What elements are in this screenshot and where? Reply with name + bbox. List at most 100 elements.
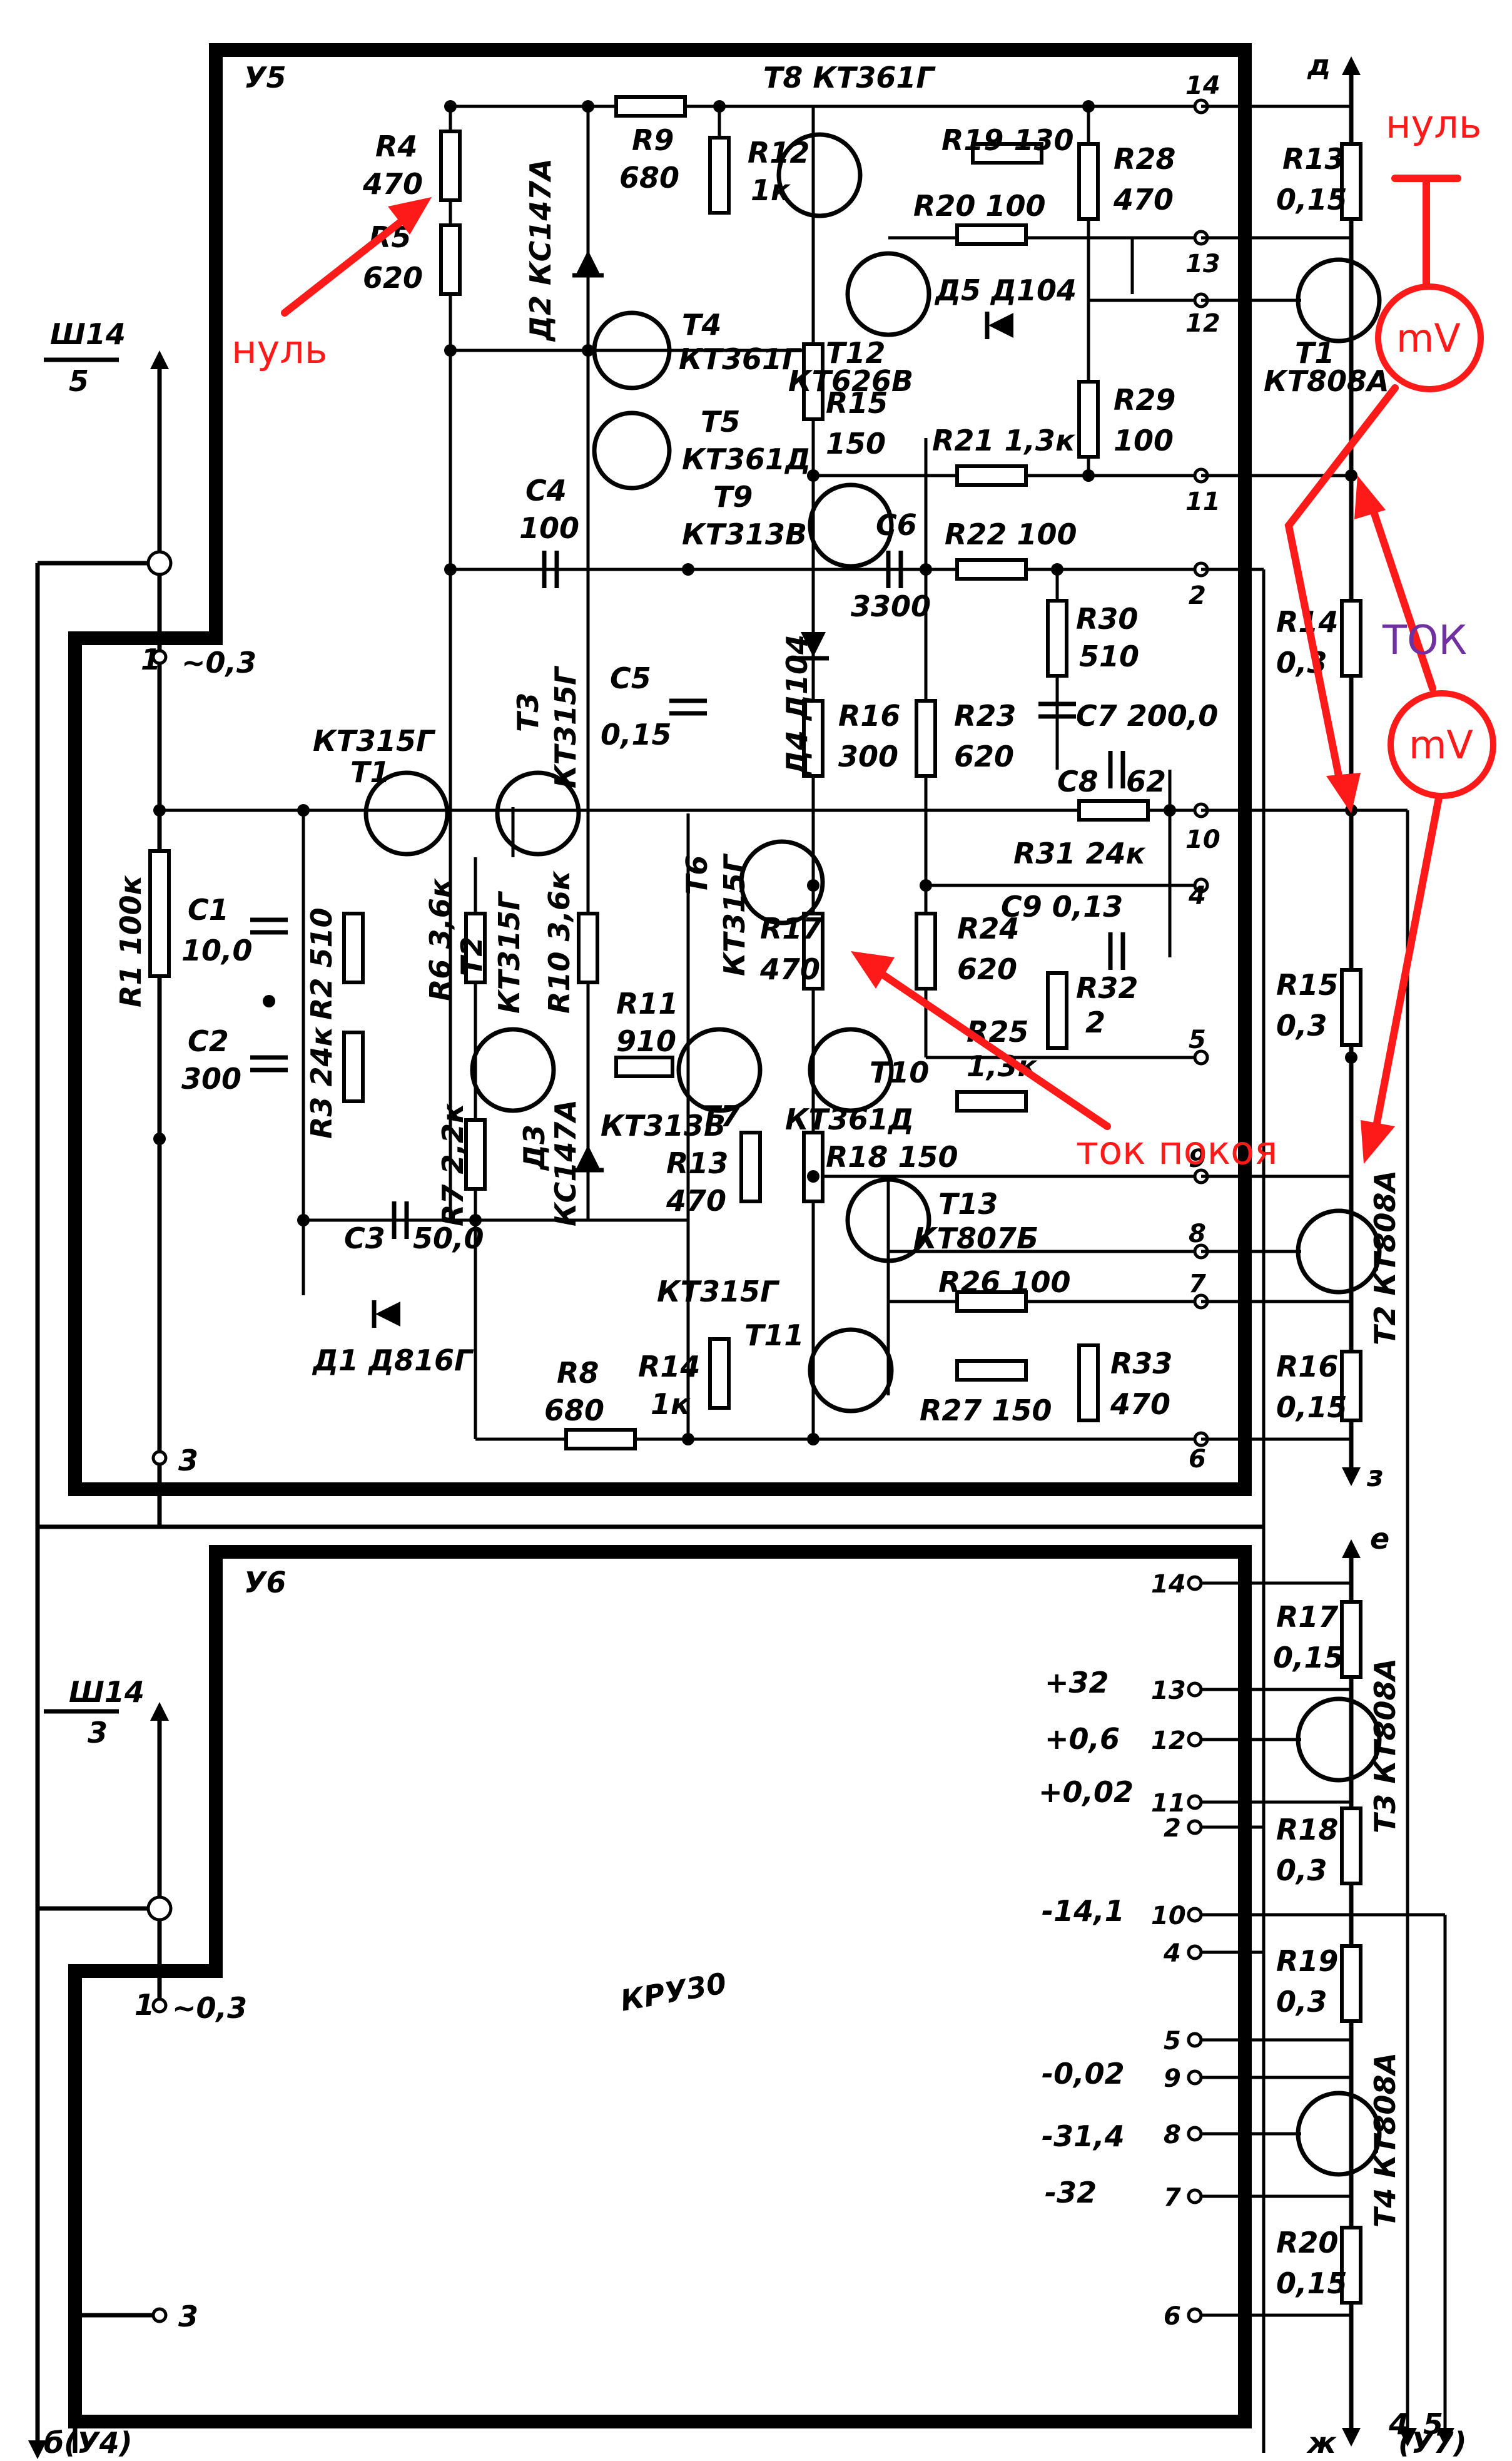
out-r13-label: R13 bbox=[1282, 142, 1344, 176]
r21-body bbox=[955, 464, 1028, 487]
u6-pins bbox=[1187, 1575, 1203, 2323]
r4-label: R4 bbox=[375, 130, 417, 163]
c2-label: C2 bbox=[188, 1024, 229, 1058]
t6-body bbox=[739, 839, 825, 925]
r3-label: R3 24к bbox=[305, 1026, 338, 1139]
r15-value: 150 bbox=[826, 427, 886, 461]
u6-voltage-8: -31,4 bbox=[1042, 2119, 1125, 2153]
u5-circuit bbox=[148, 95, 1201, 1450]
annotation-tok: ТОК bbox=[1382, 618, 1467, 664]
c4-body bbox=[542, 551, 559, 588]
out-r16-label: R16 bbox=[1276, 1350, 1338, 1383]
u5-pin-6: 6 bbox=[1189, 1445, 1206, 1474]
t2-value: КТ315Г bbox=[492, 890, 526, 1014]
conn-e: е bbox=[1370, 1522, 1389, 1556]
r28-value: 470 bbox=[1113, 183, 1174, 217]
d1-label: Д1 Д816Г bbox=[312, 1343, 474, 1377]
t10-value: КТ361Д bbox=[785, 1103, 914, 1136]
u5-pin-7: 7 bbox=[1189, 1270, 1206, 1298]
t13-label: T13 bbox=[938, 1187, 998, 1221]
r11-body bbox=[614, 1056, 674, 1078]
annotation-null-right-probe bbox=[1391, 175, 1461, 295]
u6-pin-1: 1 bbox=[134, 1988, 155, 2022]
u6-module-label: КРУ30 bbox=[618, 1966, 729, 2018]
c5-label: C5 bbox=[610, 661, 651, 695]
mv-meter-2-label: mV bbox=[1409, 722, 1473, 768]
r1-label: R1 100к bbox=[114, 875, 148, 1007]
u5-label: У5 bbox=[244, 61, 286, 94]
r23-value: 620 bbox=[954, 740, 1014, 773]
r7-label: R7 2,2к bbox=[436, 1103, 470, 1226]
t11-label: T11 bbox=[744, 1318, 804, 1352]
output-stage bbox=[1201, 56, 1409, 2453]
r14-label: R14 bbox=[638, 1350, 700, 1383]
r21-label: R21 1,3к bbox=[932, 424, 1076, 457]
r22-label: R22 100 bbox=[945, 517, 1077, 551]
t10-body bbox=[808, 1027, 894, 1113]
r33-body bbox=[1077, 1343, 1100, 1422]
d2-body bbox=[572, 250, 604, 278]
c1-body bbox=[250, 917, 288, 935]
t11-body bbox=[808, 1327, 894, 1414]
c5-body bbox=[669, 698, 707, 716]
r15-label: R15 bbox=[826, 386, 888, 420]
c9-body bbox=[1108, 932, 1125, 970]
r18-label: R18 150 bbox=[826, 1140, 958, 1174]
conn-zh: ж bbox=[1306, 2426, 1337, 2460]
conn-z: з bbox=[1366, 1459, 1384, 1493]
r20-label: R20 100 bbox=[913, 189, 1045, 223]
mv-meter-1 bbox=[1375, 283, 1484, 392]
r26-body bbox=[955, 1290, 1028, 1313]
r23-label: R23 bbox=[954, 699, 1016, 733]
u5-pin-10: 10 bbox=[1185, 825, 1220, 854]
r30-value: 510 bbox=[1079, 639, 1139, 673]
r24-body bbox=[915, 912, 937, 991]
t2-label: T2 bbox=[455, 937, 489, 976]
out-r13-value: 0,15 bbox=[1276, 183, 1347, 217]
annotation-tok-pokoya-arrow bbox=[851, 951, 1111, 1130]
d5-body bbox=[985, 312, 1013, 339]
r9-body bbox=[614, 95, 687, 118]
annotation-null-right: нуль bbox=[1386, 101, 1481, 147]
t9-value: КТ313В bbox=[682, 517, 807, 551]
r16-value: 300 bbox=[838, 740, 898, 773]
r25-body bbox=[955, 1090, 1028, 1113]
u6-voltage-7: -32 bbox=[1045, 2176, 1097, 2209]
t8-body bbox=[776, 132, 863, 218]
t13-value: КТ807Б bbox=[913, 1221, 1038, 1255]
c4-label: C4 bbox=[525, 474, 567, 507]
c2-body bbox=[250, 1055, 288, 1073]
u6-voltage-10: -14,1 bbox=[1042, 1894, 1125, 1928]
t6-label: T6 bbox=[680, 855, 714, 895]
r11-value: 910 bbox=[616, 1024, 676, 1058]
u6-pin-10: 10 bbox=[1151, 1902, 1186, 1930]
sh14-top-pin: 5 bbox=[69, 364, 89, 398]
t13-body bbox=[845, 1177, 931, 1263]
r12-label: R12 bbox=[748, 136, 809, 170]
u6-voltage-9: -0,02 bbox=[1042, 2057, 1125, 2091]
c6-value: 3300 bbox=[851, 589, 931, 623]
u5-pin-14: 14 bbox=[1185, 71, 1220, 100]
out-r15-value: 0,3 bbox=[1276, 1009, 1327, 1042]
r30-body bbox=[1046, 599, 1068, 678]
r27-label: R27 150 bbox=[920, 1394, 1052, 1427]
r33-label: R33 bbox=[1110, 1347, 1172, 1380]
t12-body bbox=[845, 251, 931, 337]
r24-label: R24 bbox=[957, 912, 1019, 945]
u6-voltage-13: +32 bbox=[1045, 1666, 1109, 1699]
u6-pin-14: 14 bbox=[1151, 1570, 1186, 1599]
r32-label: R32 bbox=[1076, 971, 1138, 1005]
c6-body bbox=[886, 551, 903, 588]
t3-body bbox=[495, 770, 581, 857]
out6-r20-value: 0,15 bbox=[1276, 2266, 1347, 2300]
out6-r20-label: R20 bbox=[1276, 2226, 1338, 2260]
out6-r19-label: R19 bbox=[1276, 1944, 1338, 1978]
r2-label: R2 510 bbox=[305, 908, 338, 1020]
r18-body bbox=[802, 1131, 824, 1203]
c2-value: 300 bbox=[181, 1062, 241, 1096]
t1-value: КТ315Г bbox=[313, 724, 436, 758]
t2-body bbox=[470, 1027, 556, 1113]
conn-out-4: 4 bbox=[1388, 2407, 1409, 2441]
r29-value: 100 bbox=[1114, 424, 1174, 457]
t3-label: T3 bbox=[511, 693, 545, 732]
